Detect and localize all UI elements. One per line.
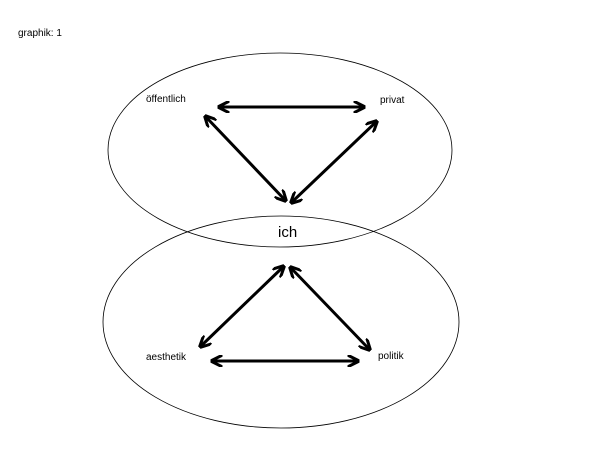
diagram-title: graphik: 1 xyxy=(18,28,62,39)
arrow-privat-ich xyxy=(292,122,376,202)
arrow-oeffentlich-ich xyxy=(206,117,285,200)
label-oeffentlich: öffentlich xyxy=(146,94,186,105)
arrow-ich-aesthetik xyxy=(201,267,283,346)
upper-ellipse xyxy=(107,52,453,248)
arrow-ich-politik xyxy=(291,268,369,349)
label-politik: politik xyxy=(378,351,404,362)
label-privat: privat xyxy=(380,95,405,106)
lower-ellipse xyxy=(102,215,460,429)
label-aesthetik: aesthetik xyxy=(146,352,187,363)
label-ich: ich xyxy=(278,224,298,241)
